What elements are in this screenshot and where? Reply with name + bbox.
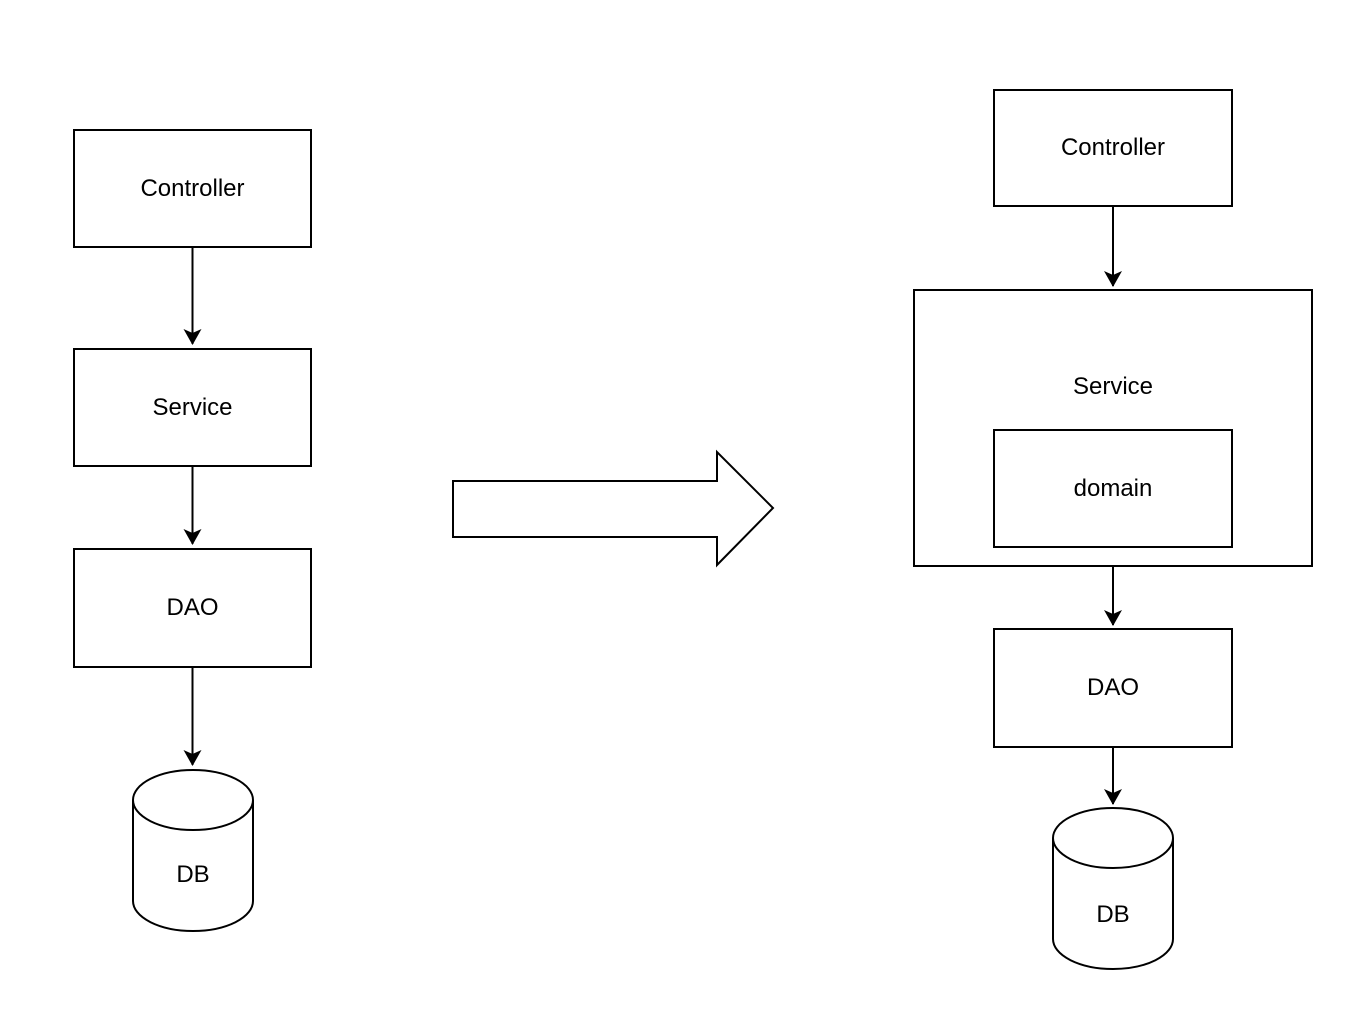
before-service-node: Service: [73, 348, 312, 467]
before-controller-node: Controller: [73, 129, 312, 248]
after-dao-label: DAO: [1086, 674, 1139, 701]
before-dao-label: DAO: [166, 594, 219, 621]
before-service-label: Service: [152, 393, 233, 421]
before-db-cylinder-icon: [132, 769, 254, 932]
after-db-cylinder-icon: [1052, 807, 1174, 970]
after-service-label: Service: [1072, 373, 1154, 400]
after-controller-label: Controller: [1060, 134, 1166, 161]
after-dao-node: DAO: [993, 628, 1233, 748]
after-db-label: DB: [1096, 901, 1130, 928]
after-controller-node: Controller: [993, 89, 1233, 207]
before-db-label: DB: [176, 861, 210, 888]
before-controller-label: Controller: [140, 174, 245, 202]
transform-arrow-icon: [452, 449, 775, 568]
after-domain-node: domain: [993, 429, 1233, 548]
after-domain-label: domain: [1073, 474, 1153, 502]
before-dao-node: DAO: [73, 548, 312, 668]
